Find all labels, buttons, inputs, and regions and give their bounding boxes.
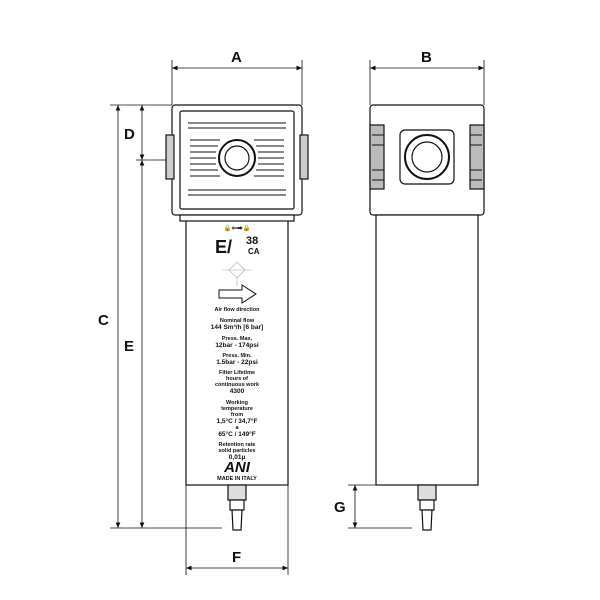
lifetime-value: 4300	[230, 388, 245, 395]
side-view	[369, 104, 485, 531]
model-suffix: CA	[248, 247, 260, 256]
brand-logo: ANI	[223, 459, 251, 476]
dim-label-e: E	[124, 338, 134, 355]
product-label: 🔒⇦➡🔒 E/ 38 CA Air flow direction Nominal…	[211, 224, 263, 482]
dim-label-g: G	[334, 499, 346, 516]
press-min-label: Press. Min.	[222, 353, 252, 359]
filter-bowl	[185, 219, 289, 486]
retention-label-1: Retention rate	[219, 442, 256, 448]
airflow-arrow-icon	[218, 284, 257, 304]
model-number: 38	[246, 235, 258, 247]
airflow-text: Air flow direction	[215, 307, 261, 313]
lifetime-label-1: Filter Lifetime	[219, 370, 255, 376]
dim-label-d: D	[124, 126, 135, 143]
temp-label-1: Working	[226, 400, 248, 406]
temp-from: 1,5°C / 34,7°F	[217, 417, 258, 425]
temp-to-word: a	[235, 425, 239, 431]
made-in-text: MADE IN ITALY	[217, 476, 257, 482]
model-main: E/	[215, 237, 232, 257]
dim-label-c: C	[98, 312, 109, 329]
dimension-lines	[115, 65, 484, 571]
filter-symbol-icon	[222, 261, 252, 286]
temp-to: 65°C / 149°F	[218, 430, 255, 438]
retention-label-2: solid particles	[219, 448, 256, 454]
lifetime-label-3: continuous work	[215, 382, 260, 388]
lifetime-label-2: hours of	[226, 376, 248, 382]
dim-label-a: A	[231, 49, 242, 66]
press-max-label: Press. Max.	[222, 336, 253, 342]
press-max-value: 12bar - 174psi	[215, 342, 259, 349]
front-view	[165, 104, 309, 531]
retention-value: 0,01µ	[229, 454, 246, 461]
nominal-flow-label: Nominal flow	[220, 318, 255, 324]
side-bowl	[375, 214, 479, 486]
press-min-value: 1.5bar - 22psi	[216, 359, 258, 366]
nominal-flow-value: 144 Sm³/h [6 bar]	[211, 324, 263, 331]
temp-label-2: temperature	[221, 406, 253, 412]
dim-label-f: F	[232, 549, 241, 566]
dim-label-b: B	[421, 49, 432, 66]
temp-label-3: from	[231, 412, 243, 418]
lock-arrows-icon: 🔒⇦➡🔒	[223, 224, 250, 232]
